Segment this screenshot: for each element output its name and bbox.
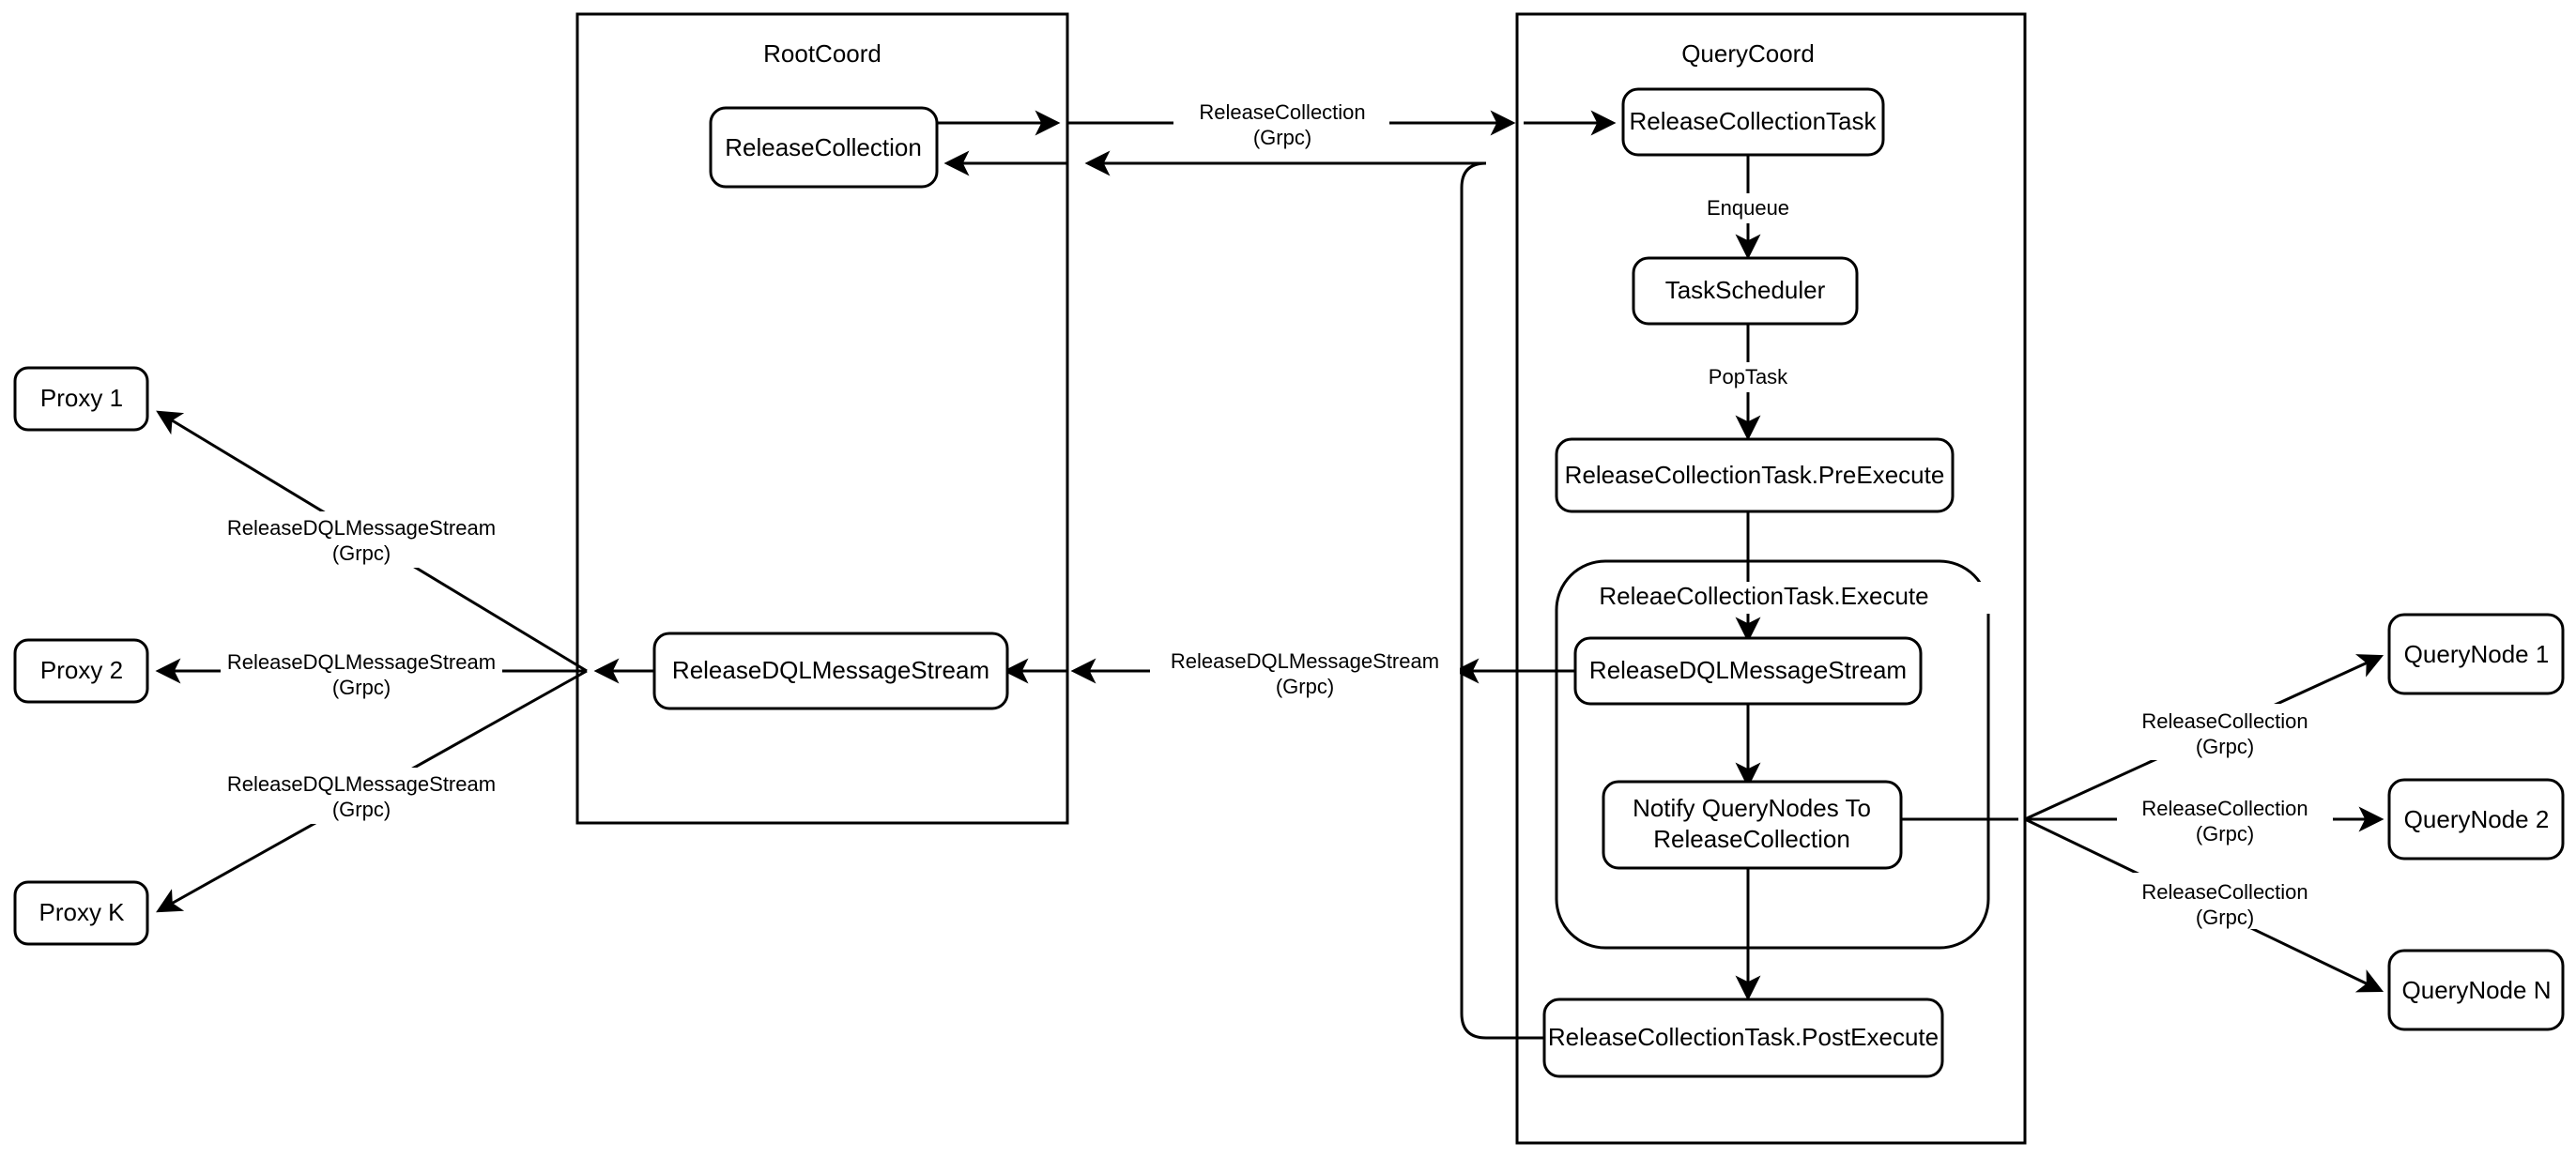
node-release-collection-task[interactable]: ReleaseCollectionTask [1621,87,1885,157]
querynode1-box[interactable] [2387,613,2565,695]
querynode2-label: QueryNode 2 [2404,805,2550,833]
edge-label-poptask: PopTask [1688,362,1810,392]
edge-label-proxyk-line1: ReleaseDQLMessageStream [227,772,496,796]
node-post-execute[interactable]: ReleaseCollectionTask.PostExecute [1542,998,1944,1078]
task-scheduler-box[interactable] [1632,256,1859,326]
node-rootcoord-release-collection[interactable]: ReleaseCollection [709,106,939,189]
rootcoord-release-collection-label: ReleaseCollection [725,133,922,161]
edge-label-querynode2-line2: (Grpc) [2196,822,2254,845]
edge-label-querynoden-line2: (Grpc) [2196,906,2254,929]
node-task-scheduler[interactable]: TaskScheduler [1632,256,1859,326]
group-querycoord: QueryCoord [1515,12,2027,1145]
querycoord-container [1515,12,2027,1145]
node-querynode1[interactable]: QueryNode 1 [2387,613,2565,695]
edge-label-dql-grpc-line1: ReleaseDQLMessageStream [1171,649,1439,673]
group-rootcoord: RootCoord [575,12,1069,825]
proxy2-label: Proxy 2 [40,656,123,684]
node-proxy2[interactable]: Proxy 2 [13,638,149,704]
release-collection-task-label: ReleaseCollectionTask [1629,107,1877,135]
edge-label-enqueue-text: Enqueue [1707,196,1789,220]
querycoord-title: QueryCoord [1681,39,1815,68]
edge-label-rc-grpc-line1: ReleaseCollection [1199,100,1365,124]
proxy1-box[interactable] [13,366,149,432]
post-execute-box[interactable] [1542,998,1944,1078]
edge-label-proxyk: ReleaseDQLMessageStream (Grpc) [221,768,502,824]
node-pre-execute[interactable]: ReleaseCollectionTask.PreExecute [1555,437,1955,513]
edge-label-proxy2-line1: ReleaseDQLMessageStream [227,650,496,674]
rootcoord-release-collection-box[interactable] [709,106,939,189]
edge-label-release-dql-grpc: ReleaseDQLMessageStream (Grpc) [1150,643,1460,701]
execute-container [1555,559,1990,950]
edge-label-proxyk-line2: (Grpc) [332,798,391,821]
edge-label-querynoden-line1: ReleaseCollection [2141,880,2308,904]
edge-label-querynode1-line1: ReleaseCollection [2141,709,2308,733]
edge-label-release-collection-grpc: ReleaseCollection (Grpc) [1173,94,1389,152]
node-querycoord-release-dql[interactable]: ReleaseDQLMessageStream [1573,636,1923,706]
execute-title: ReleaeCollectionTask.Execute [1599,582,1928,610]
notify-querynodes-box[interactable] [1602,780,1903,870]
node-rootcoord-release-dql[interactable]: ReleaseDQLMessageStream [652,632,1009,710]
edge-label-poptask-text: PopTask [1709,365,1788,388]
group-execute: ReleaeCollectionTask.Execute [1555,559,1995,950]
querycoord-release-dql-label: ReleaseDQLMessageStream [1589,656,1907,684]
querynode1-label: QueryNode 1 [2404,640,2550,668]
node-querynode2[interactable]: QueryNode 2 [2387,778,2565,861]
querynode2-box[interactable] [2387,778,2565,861]
edge-label-rc-grpc-line2: (Grpc) [1253,126,1311,149]
edge-label-proxy2-line2: (Grpc) [332,676,391,699]
pre-execute-label: ReleaseCollectionTask.PreExecute [1565,461,1945,489]
node-querynoden[interactable]: QueryNode N [2387,949,2565,1031]
proxy2-box[interactable] [13,638,149,704]
edge-label-dql-grpc-line2: (Grpc) [1276,675,1334,698]
edge-label-querynoden: ReleaseCollection (Grpc) [2117,873,2333,929]
edge-label-proxy1: ReleaseDQLMessageStream (Grpc) [221,511,502,568]
post-execute-label: ReleaseCollectionTask.PostExecute [1548,1023,1939,1051]
edge-label-proxy2: ReleaseDQLMessageStream (Grpc) [221,646,502,702]
notify-querynodes-label-line2: ReleaseCollection [1653,825,1850,853]
edge-label-proxy1-line1: ReleaseDQLMessageStream [227,516,496,540]
proxyk-box[interactable] [13,880,149,946]
node-notify-querynodes[interactable]: Notify QueryNodes To ReleaseCollection [1602,780,1903,870]
pre-execute-box[interactable] [1555,437,1955,513]
node-proxy1[interactable]: Proxy 1 [13,366,149,432]
querycoord-release-dql-box[interactable] [1573,636,1923,706]
node-proxyk[interactable]: Proxy K [13,880,149,946]
proxyk-label: Proxy K [38,898,125,926]
proxy1-label: Proxy 1 [40,384,123,412]
release-collection-task-box[interactable] [1621,87,1885,157]
edge-label-querynode2-line1: ReleaseCollection [2141,797,2308,820]
edge-postexecute-return-to-rootcoord-border [1084,150,1544,1040]
task-scheduler-label: TaskScheduler [1665,276,1826,304]
edge-label-querynode1-line2: (Grpc) [2196,735,2254,758]
edge-label-enqueue: Enqueue [1680,193,1817,223]
rootcoord-release-dql-box[interactable] [652,632,1009,710]
notify-querynodes-label-line1: Notify QueryNodes To [1633,794,1871,822]
querynoden-box[interactable] [2387,949,2565,1031]
edge-label-querynode1: ReleaseCollection (Grpc) [2117,704,2333,760]
rootcoord-title: RootCoord [763,39,882,68]
rootcoord-container [575,12,1069,825]
edge-label-proxy1-line2: (Grpc) [332,541,391,565]
querynoden-label: QueryNode N [2402,976,2552,1004]
rootcoord-release-dql-label: ReleaseDQLMessageStream [672,656,989,684]
edge-label-querynode2: ReleaseCollection (Grpc) [2117,788,2333,846]
